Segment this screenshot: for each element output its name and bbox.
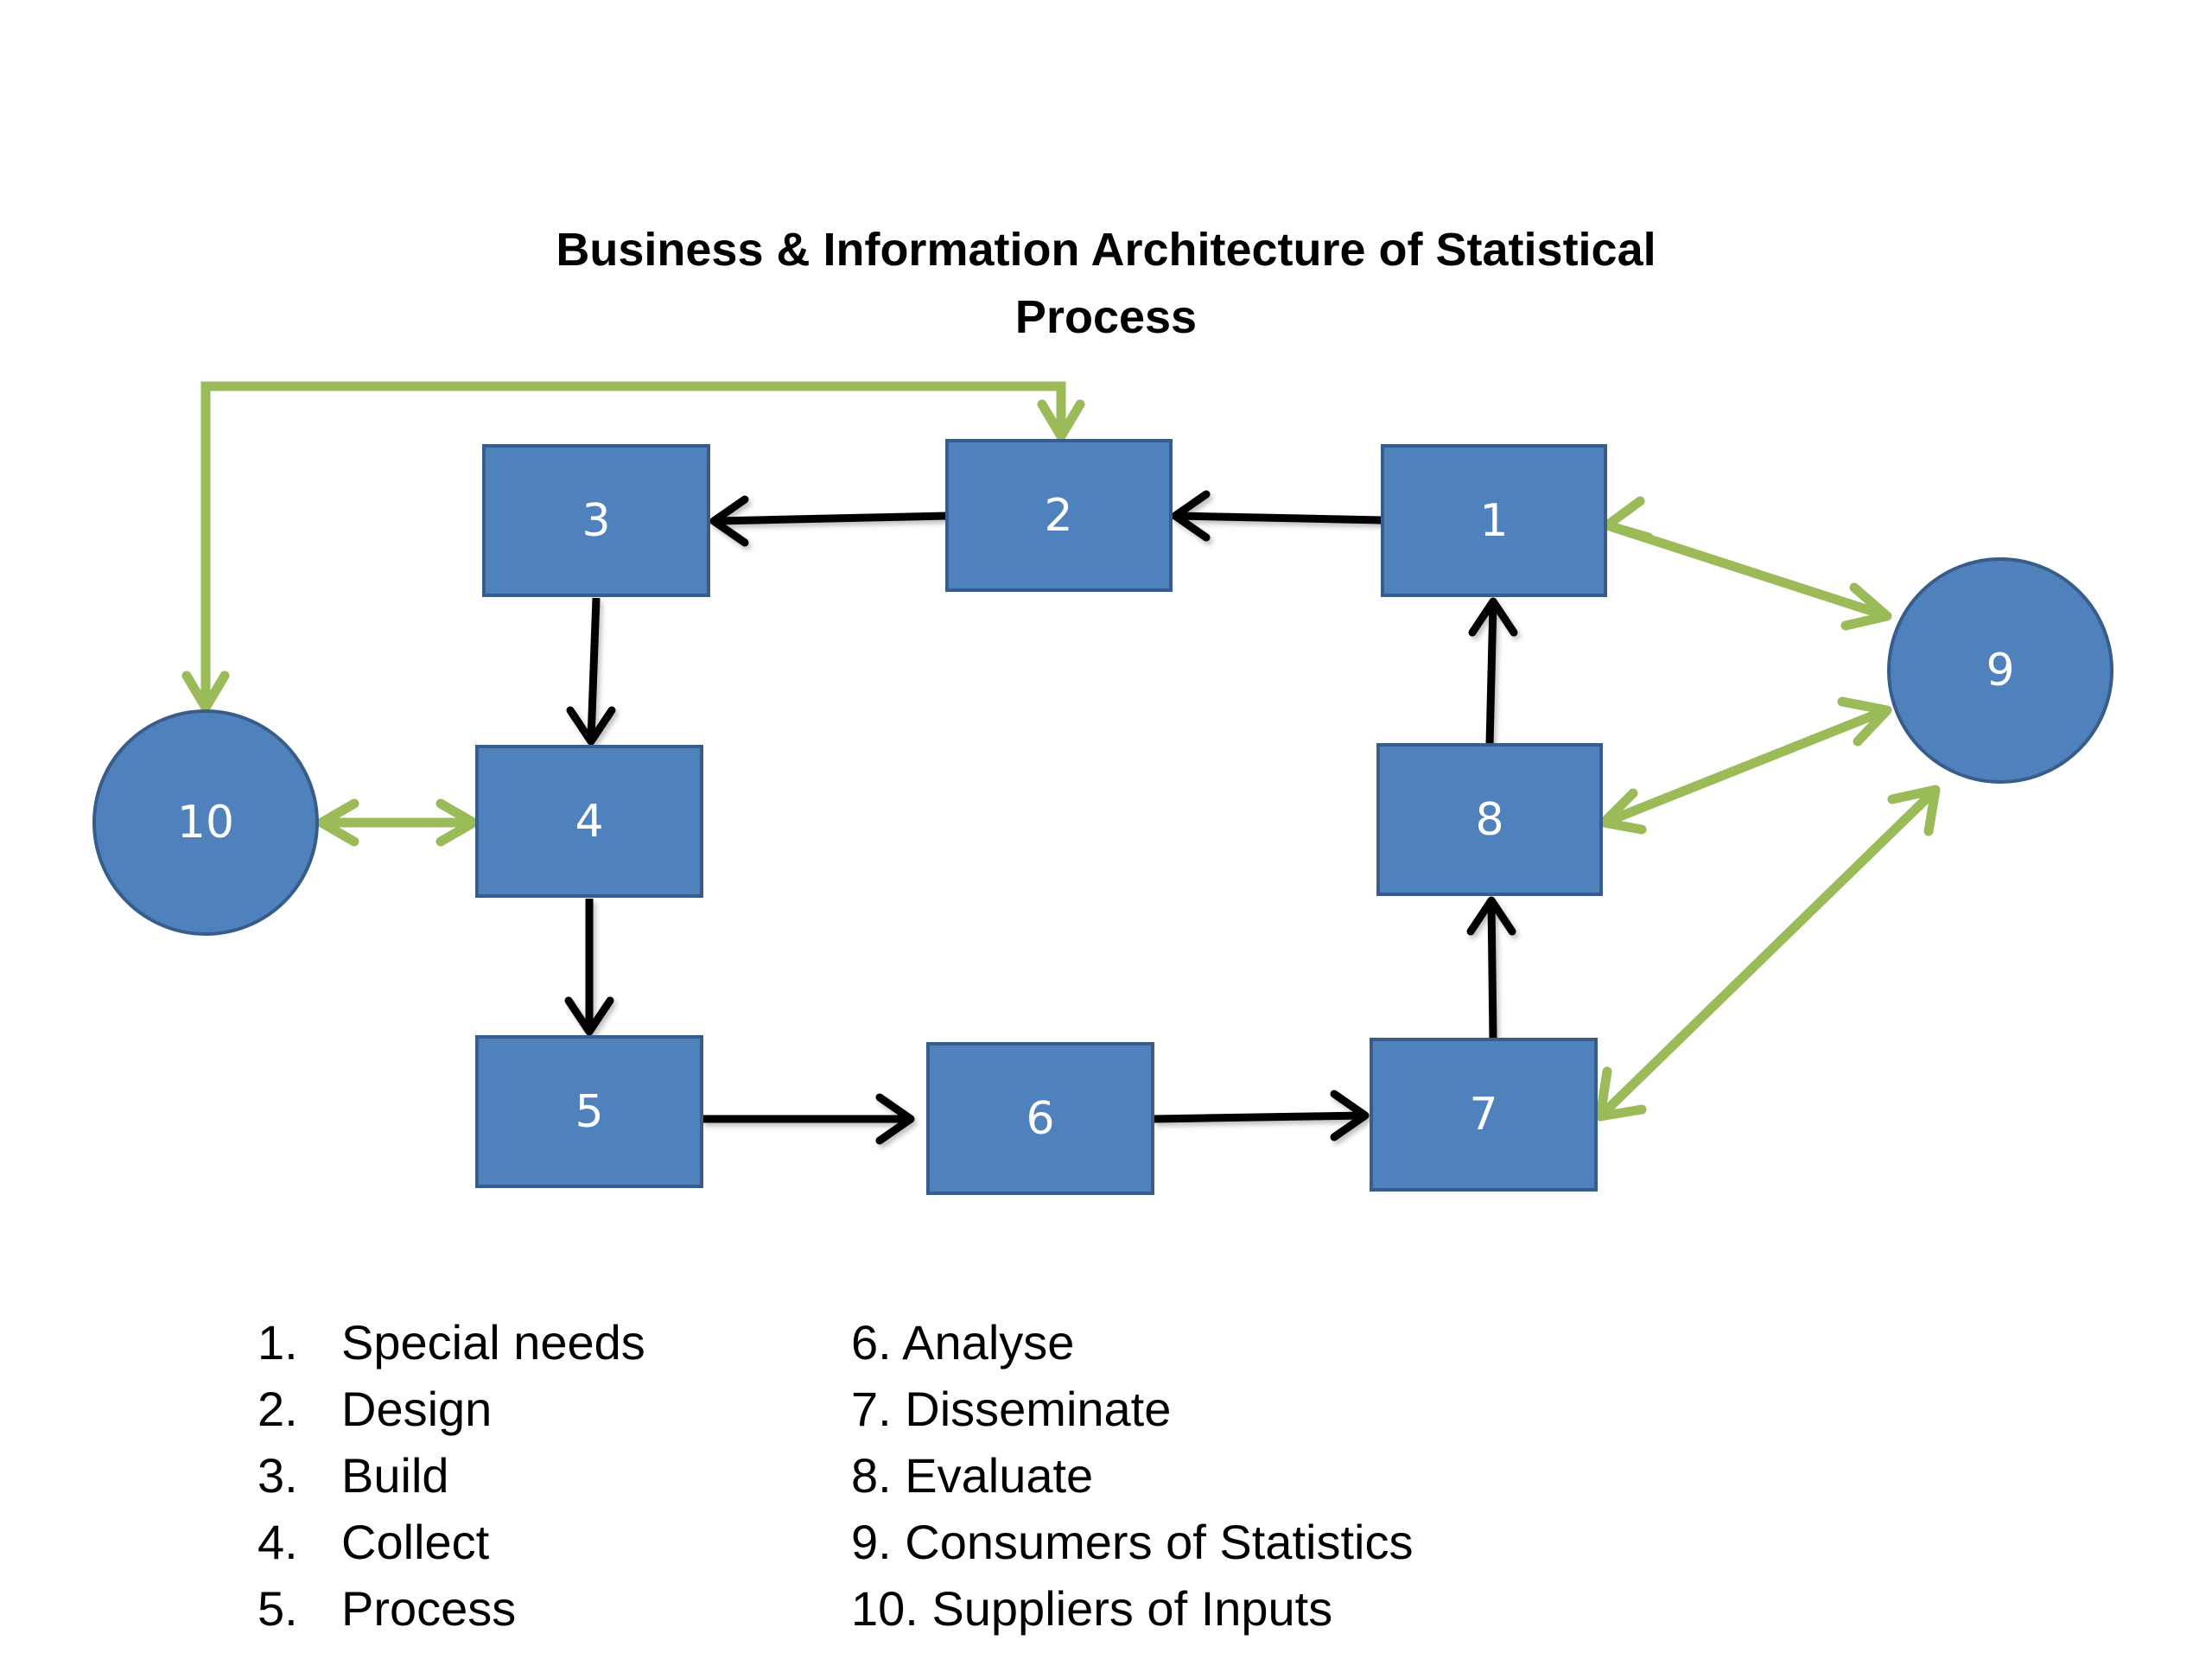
- edge-2-to-3: [715, 512, 948, 525]
- node-9-label: 9: [1986, 645, 2014, 696]
- arrowhead-into-1-from-8: [1468, 597, 1518, 637]
- arrowhead-into-7-from-6: [1330, 1090, 1370, 1141]
- node-1-label: 1: [1479, 495, 1508, 547]
- node-2-label: 2: [1044, 490, 1072, 542]
- edge-3-to-4: [587, 597, 601, 741]
- edge-10-to-2: [200, 381, 1066, 704]
- diagram-title: Business & Information Architecture of S…: [0, 216, 2212, 351]
- edge-9-to-1: [1611, 522, 1884, 620]
- legend-item: 4. Collect: [257, 1509, 645, 1575]
- exchange-connectors: [181, 381, 1941, 1122]
- arrowhead-into-10: [181, 671, 230, 713]
- edge-8-to-1: [1485, 602, 1497, 746]
- arrowhead-into-8-from-7: [1466, 896, 1516, 936]
- node-1[interactable]: 1: [1381, 444, 1607, 597]
- node-8-label: 8: [1475, 794, 1503, 846]
- node-5[interactable]: 5: [475, 1035, 703, 1188]
- arrowhead-into-7: [1595, 1066, 1647, 1122]
- node-2[interactable]: 2: [945, 439, 1173, 592]
- legend-item: 8. Evaluate: [851, 1448, 1094, 1503]
- title-line-1: Business & Information Architecture of S…: [556, 224, 1656, 276]
- node-9[interactable]: 9: [1887, 557, 2113, 784]
- node-7[interactable]: 7: [1370, 1038, 1598, 1192]
- arrowhead-into-6: [875, 1093, 915, 1145]
- legend-text: Process: [341, 1581, 517, 1636]
- arrowhead-into-10-from-4: [316, 798, 359, 847]
- node-5-label: 5: [575, 1086, 603, 1138]
- legend-number: 4.: [257, 1515, 298, 1569]
- legend-right-column: 6. Analyse 7. Disseminate 8. Evaluate 9.…: [851, 1309, 1413, 1642]
- node-3-label: 3: [582, 495, 610, 547]
- legend-item: 9. Consumers of Statistics: [851, 1515, 1414, 1569]
- arrowhead-into-8: [1599, 788, 1647, 835]
- legend-item: 10. Suppliers of Inputs: [851, 1581, 1333, 1636]
- node-6-label: 6: [1026, 1093, 1054, 1145]
- arrowhead-into-9-from-7: [1887, 785, 1941, 836]
- arrowhead-into-9-from-8: [1837, 696, 1892, 747]
- legend-text: Build: [341, 1448, 449, 1503]
- arrowhead-into-4-from-3: [566, 706, 616, 746]
- edge-9-to-7: [1600, 790, 1936, 1116]
- nodes: 1 2 3 4 5 6 7 8: [92, 439, 2113, 1195]
- edge-1-to-2: [1176, 512, 1383, 524]
- flow-connectors: [564, 490, 1518, 1145]
- legend-text: Design: [341, 1382, 493, 1436]
- arrowhead-into-4: [435, 798, 479, 847]
- node-4-label: 4: [575, 796, 603, 848]
- arrowhead-into-9-from-1: [1840, 582, 1892, 631]
- legend-left-column: 1. Special needs 2. Design 3. Build 4. Colle…: [257, 1309, 645, 1642]
- edge-7-to-8: [1487, 901, 1497, 1039]
- node-7-label: 7: [1469, 1089, 1497, 1141]
- legend-number: 1.: [257, 1315, 298, 1370]
- legend-text: Collect: [341, 1515, 490, 1569]
- legend-item: 1. Special needs: [257, 1309, 645, 1376]
- node-3[interactable]: 3: [482, 444, 710, 597]
- legend-item: 2. Design: [257, 1376, 645, 1442]
- node-10[interactable]: 10: [92, 709, 319, 936]
- arrowhead-into-1: [1602, 496, 1654, 543]
- title-line-2: Process: [1014, 291, 1198, 343]
- arrowhead-into-3: [709, 495, 749, 547]
- legend-number: 3.: [257, 1448, 298, 1503]
- node-8[interactable]: 8: [1376, 743, 1603, 896]
- arrowhead-into-2: [1037, 399, 1085, 442]
- node-4[interactable]: 4: [475, 745, 703, 898]
- edge-9-to-8: [1606, 707, 1885, 826]
- node-10-label: 10: [177, 797, 234, 849]
- legend-item: 6. Analyse: [851, 1315, 1075, 1370]
- legend-item: 5. Process: [257, 1575, 645, 1642]
- legend-text: Special needs: [341, 1315, 645, 1370]
- arrowhead-into-5: [564, 996, 614, 1036]
- legend-number: 5.: [257, 1581, 298, 1636]
- legend-item: 3. Build: [257, 1442, 645, 1509]
- legend-number: 2.: [257, 1382, 298, 1436]
- node-6[interactable]: 6: [926, 1042, 1154, 1195]
- arrowhead-into-2-from-1: [1171, 490, 1211, 542]
- legend-item: 7. Disseminate: [851, 1382, 1172, 1436]
- edge-6-to-7: [1152, 1111, 1364, 1123]
